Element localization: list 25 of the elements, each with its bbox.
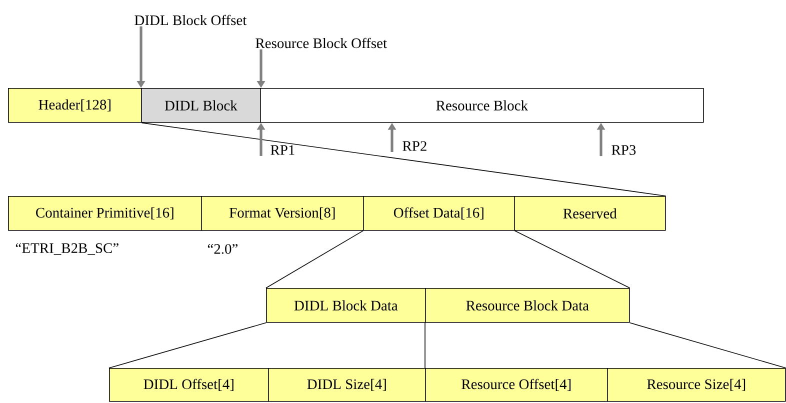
block-box: Reserved xyxy=(514,196,666,231)
block-box: Resource Block xyxy=(260,88,704,123)
pointer-label: Resource Block Offset xyxy=(256,38,387,48)
expansion-line xyxy=(514,230,630,288)
block-box: DIDL Block xyxy=(141,88,261,123)
pointer-label: RP2 xyxy=(402,141,426,151)
block-box: DIDL Offset[4] xyxy=(109,368,269,402)
expansion-line xyxy=(141,122,666,196)
expansion-line xyxy=(424,322,426,368)
block-box: Resource Block Data xyxy=(425,288,630,323)
expansion-line xyxy=(266,230,364,288)
block-box: Container Primitive[16] xyxy=(8,196,202,231)
pointer-label: DIDL Block Offset xyxy=(134,14,247,26)
block-box: DIDL Block Data xyxy=(266,288,426,323)
pointer-label: RP1 xyxy=(270,145,294,155)
block-box: Header[128] xyxy=(8,88,142,123)
block-box: Resource Offset[4] xyxy=(425,368,608,402)
value-label: “ETRI_B2B_SC” xyxy=(16,243,118,255)
block-box: Format Version[8] xyxy=(201,196,364,231)
expansion-line xyxy=(108,322,266,368)
block-box: Offset Data[16] xyxy=(363,196,515,231)
value-label: “2.0” xyxy=(208,244,238,254)
block-box: DIDL Size[4] xyxy=(268,368,426,402)
pointer-label: RP3 xyxy=(612,145,636,155)
block-box: Resource Size[4] xyxy=(607,368,786,402)
